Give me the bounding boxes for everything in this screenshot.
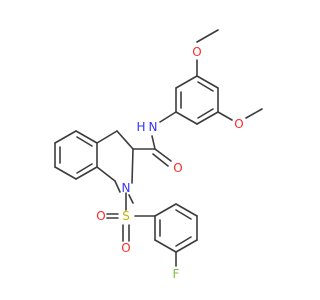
bond (175, 236, 192, 247)
bond (175, 111, 198, 125)
bond (75, 130, 98, 144)
methoxy-oxygen-right-label: O (234, 117, 243, 131)
sulfonyl-group (106, 192, 156, 242)
tetrahydroisoquinoline (54, 130, 134, 193)
methoxy-oxygen-top-label: O (192, 45, 201, 59)
bond (151, 135, 156, 150)
molecule-diagram: O O N H O N S O O F (54, 29, 263, 281)
bond (96, 166, 116, 182)
ring-nitrogen-label: N (122, 181, 131, 195)
bond (175, 239, 198, 253)
bond (196, 75, 219, 89)
bond (154, 203, 177, 217)
bond (96, 130, 118, 144)
dimethoxyphenyl-ring (175, 75, 219, 125)
bond (114, 180, 121, 193)
sulfur-label: S (122, 209, 130, 223)
bond (245, 108, 263, 119)
bond (196, 29, 219, 43)
bond (154, 239, 177, 253)
bond (128, 194, 134, 204)
carbonyl-oxygen-label: O (173, 161, 182, 175)
atom-labels: O O N H O N S O O F (96, 45, 243, 281)
bond (175, 75, 198, 89)
bond (159, 111, 177, 123)
sulfonyl-oxygen-bottom-label: O (121, 241, 130, 255)
amide-linker (132, 111, 177, 167)
bond (154, 148, 172, 162)
molecule-structure: O O N H O N S O O F (54, 29, 263, 281)
sulfonyl-oxygen-left-label: O (96, 209, 105, 223)
fluorophenyl-ring (154, 203, 198, 267)
bond (131, 148, 134, 184)
bond (54, 130, 77, 144)
methoxy-groups (196, 29, 263, 121)
bond (196, 111, 219, 125)
bond (54, 166, 77, 180)
fluorine-label: F (173, 267, 180, 281)
bond (197, 81, 214, 92)
bond (76, 136, 93, 147)
bond (116, 130, 134, 150)
bond (197, 108, 214, 119)
bond (75, 166, 98, 180)
bond (217, 111, 233, 121)
bond (76, 163, 93, 174)
amide-nitrogen-label: N (149, 120, 158, 134)
bond (175, 203, 198, 217)
bond (152, 153, 169, 167)
bond (175, 209, 192, 220)
amide-hydrogen-label: H (136, 120, 145, 134)
